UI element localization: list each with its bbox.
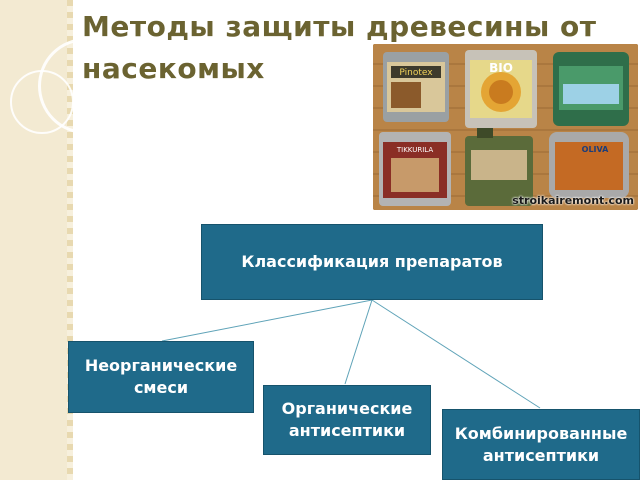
combined-antiseptics-node: Комбинированные антисептики	[442, 409, 640, 480]
paint-can-pinotex: Pinotex	[383, 52, 449, 122]
organic-antiseptics-node: Органические антисептики	[263, 385, 431, 455]
inorganic-mixtures-node: Неорганические смеси	[68, 341, 254, 413]
product-label-bio: BIO	[489, 61, 513, 75]
product-label-tikkurila: TIKKURILA	[396, 146, 433, 154]
connector-line-3	[371, 299, 541, 409]
products-photo: Pinotex BIO TIKKURILA	[373, 44, 638, 210]
connector-line-1	[161, 299, 373, 342]
paint-can-oliva: OLIVA	[549, 132, 629, 198]
product-label-oliva: OLIVA	[582, 145, 610, 154]
paint-can-green	[553, 52, 629, 126]
paint-can-tikkurila: TIKKURILA	[379, 132, 451, 206]
paint-can-bio: BIO	[465, 50, 537, 128]
slide-title: Методы защиты древесины от насекомых	[82, 10, 597, 85]
connector-line-2	[344, 299, 373, 385]
classification-root-node: Классификация препаратов	[201, 224, 543, 300]
decorative-ring-small	[10, 70, 74, 134]
photo-caption: stroikairemont.com	[512, 194, 634, 207]
product-label-pinotex: Pinotex	[399, 68, 433, 78]
paint-canister-green	[465, 128, 533, 206]
